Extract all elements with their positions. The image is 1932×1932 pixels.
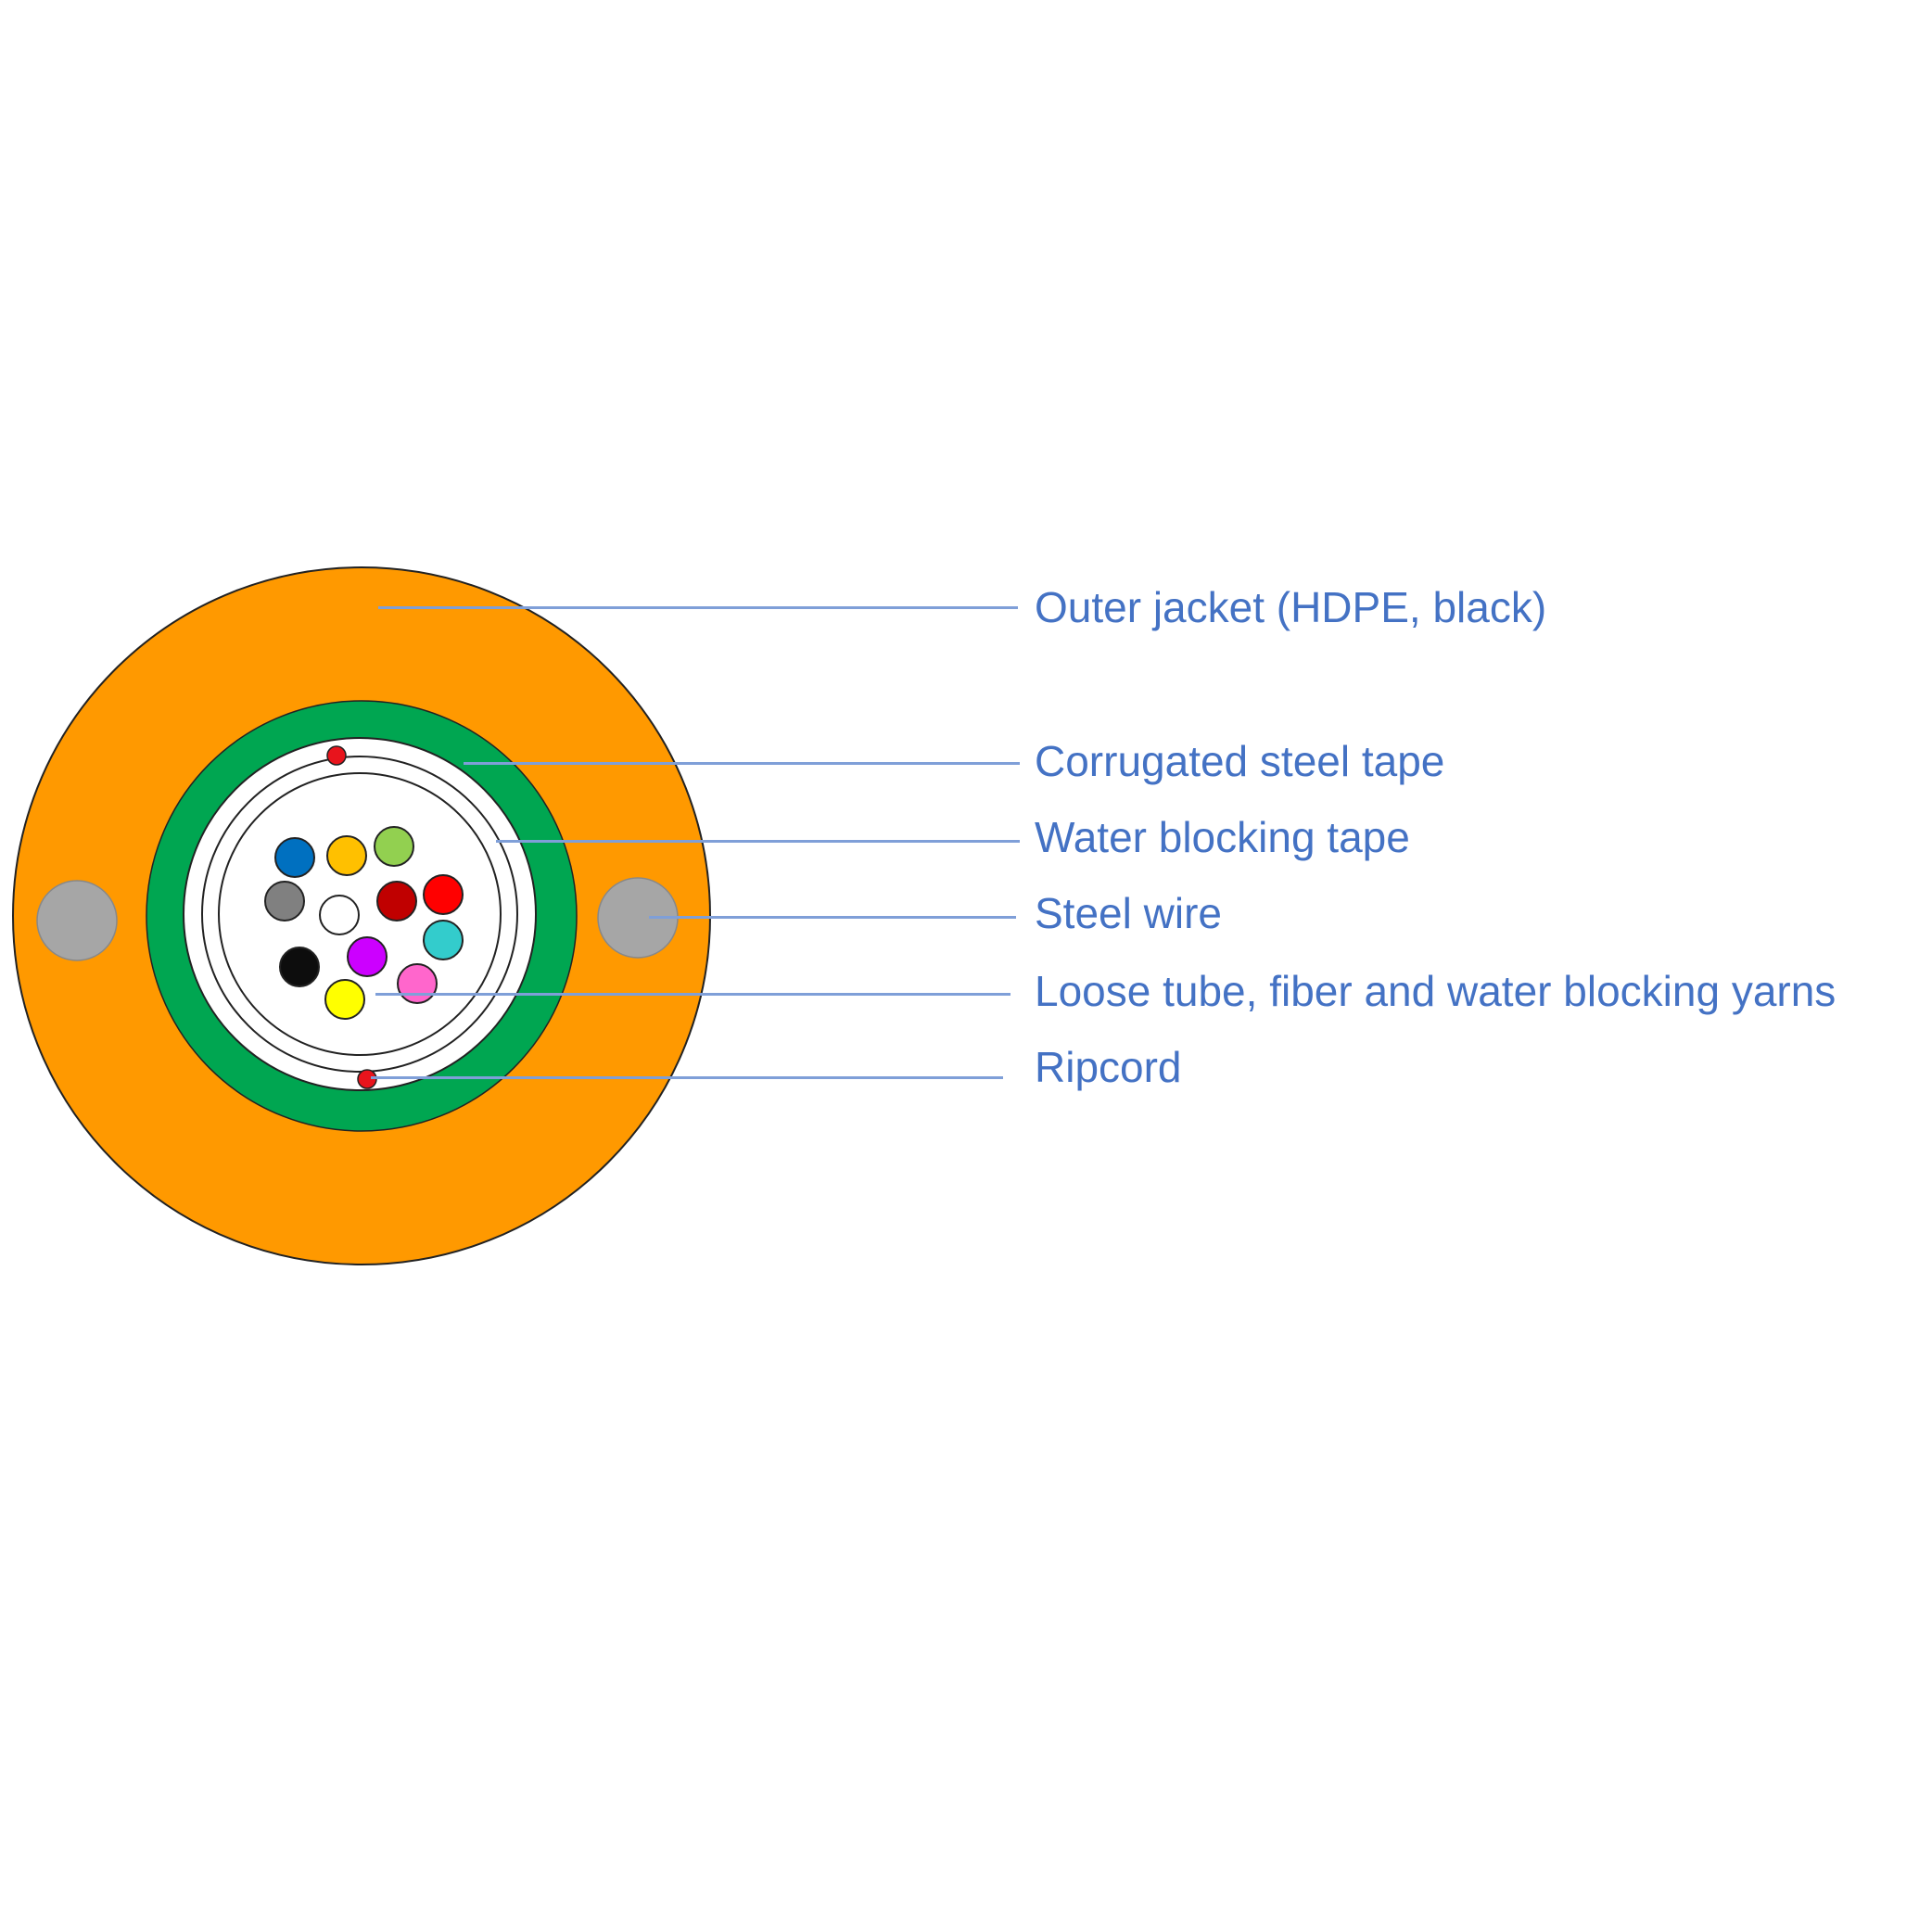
label-loose-tube: Loose tube, fiber and water blocking yar… <box>1035 967 1837 1015</box>
fiber-green <box>374 826 414 867</box>
ripcord-bottom <box>357 1069 377 1089</box>
fiber-brown <box>376 881 417 922</box>
fiber-gray <box>264 881 305 922</box>
fiber-orange <box>326 835 367 876</box>
fiber-black <box>279 947 320 987</box>
fiber-blue <box>274 837 315 878</box>
leader-line-loose-tube <box>375 993 1010 996</box>
leader-line-corrugated-steel-tape <box>464 762 1020 765</box>
fiber-yellow <box>324 979 365 1020</box>
leader-line-steel-wire <box>649 916 1016 919</box>
leader-line-ripcord <box>371 1076 1003 1079</box>
fiber-white <box>319 895 360 935</box>
fiber-violet <box>347 936 388 977</box>
label-ripcord: Ripcord <box>1035 1043 1182 1091</box>
label-corrugated-steel-tape: Corrugated steel tape <box>1035 737 1445 785</box>
fiber-red <box>423 874 464 915</box>
leader-line-outer-jacket <box>378 606 1018 609</box>
fiber-aqua <box>423 920 464 960</box>
steel-wire-left <box>36 880 118 961</box>
label-water-blocking-tape: Water blocking tape <box>1035 813 1410 861</box>
fiber-rose <box>397 963 438 1004</box>
leader-line-water-blocking-tape <box>496 840 1020 843</box>
label-outer-jacket: Outer jacket (HDPE, black) <box>1035 583 1547 631</box>
label-steel-wire: Steel wire <box>1035 889 1222 937</box>
ripcord-top <box>326 745 347 766</box>
